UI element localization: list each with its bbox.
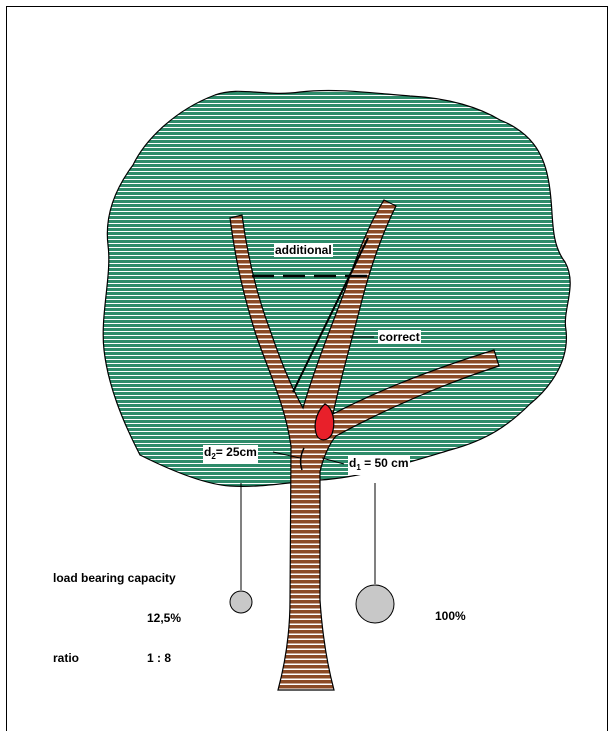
d1-label: d1 = 50 cm — [348, 456, 410, 475]
additional-label: additional — [274, 243, 333, 257]
right-percent-label: 100% — [435, 609, 466, 623]
load-bearing-capacity-label: load bearing capacity — [53, 571, 176, 585]
d2-label: d2= 25cm — [203, 445, 258, 464]
ratio-value: 1 : 8 — [147, 651, 171, 665]
ratio-label: ratio — [53, 651, 79, 665]
left-percent-label: 12,5% — [147, 611, 181, 625]
correct-label: correct — [378, 330, 421, 344]
small-weight — [230, 591, 252, 613]
large-weight — [356, 585, 394, 623]
